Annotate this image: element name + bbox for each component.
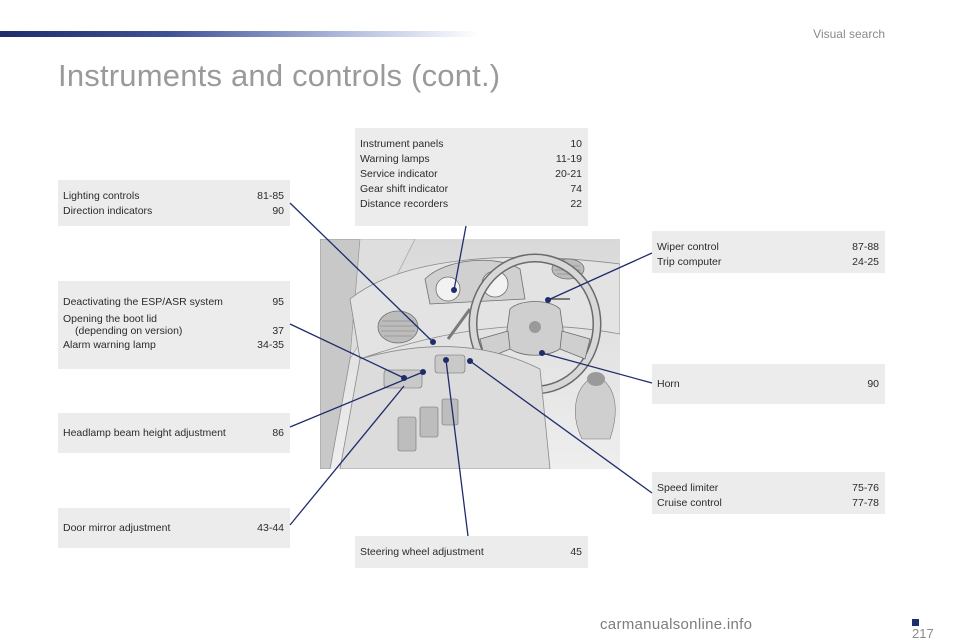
dashboard-illustration — [320, 239, 620, 469]
list-item: Opening the boot lid — [63, 313, 157, 325]
page-title: Instruments and controls (cont.) — [58, 58, 501, 93]
page-corner-mark — [912, 619, 919, 626]
header-accent-bar — [0, 31, 480, 37]
section-label: Visual search — [813, 27, 885, 41]
list-item: (depending on version)37 — [75, 325, 284, 337]
page-number: 217 — [912, 626, 934, 640]
watermark: carmanualsonline.info — [600, 616, 753, 633]
